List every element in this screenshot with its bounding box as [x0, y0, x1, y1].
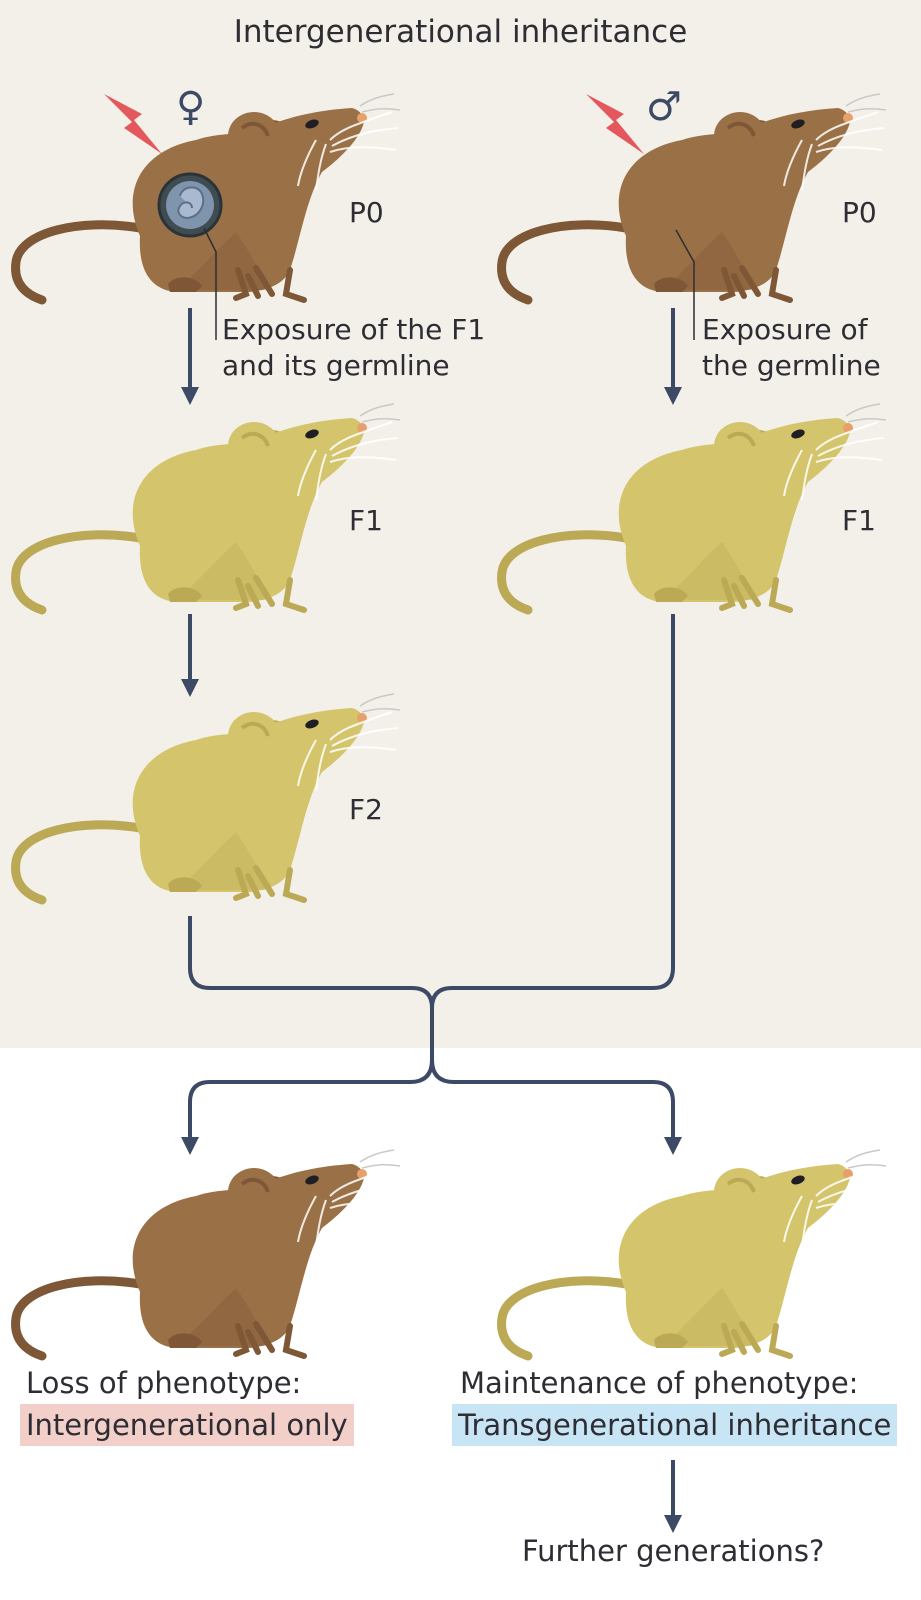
arrow-to-loss	[181, 1059, 434, 1155]
arrow-to-maintenance	[430, 1059, 682, 1155]
right-exposure-note-line1: Exposure of	[702, 313, 868, 346]
merge-line-right	[430, 614, 675, 1009]
mouse-icon	[14, 693, 402, 901]
left-exposure-note-line2: and its germline	[222, 349, 450, 382]
right-f1-label: F1	[842, 504, 876, 537]
mouse-icon	[500, 1149, 887, 1357]
merge-line-left	[188, 916, 434, 1009]
mouse-icon	[14, 403, 402, 611]
further-generations-label: Further generations?	[522, 1534, 825, 1568]
left-exposure-note-line1: Exposure of the F1	[222, 313, 486, 346]
loss-title: Loss of phenotype:	[26, 1366, 302, 1400]
left-f1-label: F1	[349, 504, 383, 537]
maintenance-title: Maintenance of phenotype:	[460, 1366, 859, 1400]
right-p0-label: P0	[842, 196, 877, 229]
embryo-icon	[157, 172, 223, 238]
maintenance-tag: Transgenerational inheritance	[452, 1404, 898, 1446]
leader-line	[675, 229, 695, 340]
diagram-title: Intergenerational inheritance	[233, 14, 688, 50]
left-f2-label: F2	[349, 793, 383, 826]
mouse-icon	[14, 1149, 402, 1357]
lightning-bolt-icon	[586, 94, 644, 154]
right-exposure-note-line2: the germline	[702, 349, 881, 382]
lightning-bolt-icon	[104, 94, 162, 154]
leader-line	[203, 227, 217, 340]
female-symbol-icon: ♀	[176, 84, 206, 130]
loss-tag: Intergenerational only	[20, 1404, 354, 1446]
left-p0-label: P0	[349, 196, 384, 229]
male-symbol-icon: ♂	[646, 84, 682, 130]
mouse-icon	[500, 403, 887, 611]
